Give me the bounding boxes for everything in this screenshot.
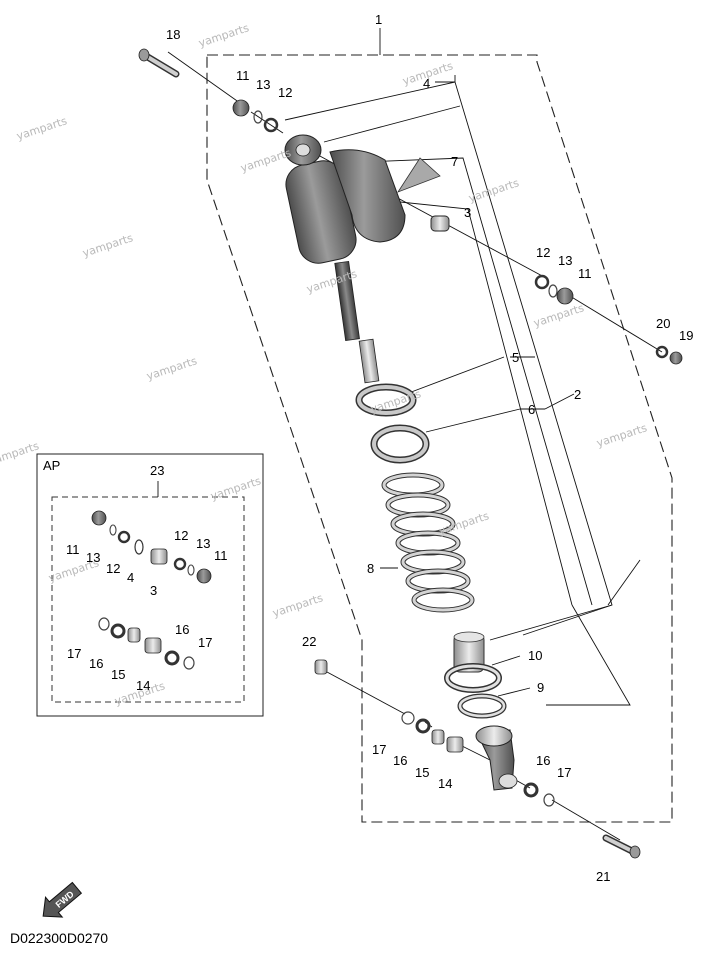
callout: 13 — [86, 550, 100, 565]
ap-inset-frame — [36, 453, 264, 717]
coil-spring — [381, 472, 475, 613]
callout: 3 — [464, 205, 471, 220]
watermark-text: yamparts — [271, 591, 325, 620]
watermark-text: yamparts — [595, 421, 649, 450]
callout: 15 — [415, 765, 429, 780]
callout: 14 — [136, 678, 150, 693]
callout: 5 — [512, 350, 519, 365]
callout: 20 — [656, 316, 670, 331]
callout: 16 — [175, 622, 189, 637]
callout: 16 — [393, 753, 407, 768]
callout: 15 — [111, 667, 125, 682]
locknut-rings — [355, 383, 430, 464]
callout: 13 — [558, 253, 572, 268]
inset-label: AP — [43, 458, 60, 473]
callout: 12 — [106, 561, 120, 576]
callout: 11 — [236, 68, 250, 83]
callout: 23 — [150, 463, 164, 478]
callout: 4 — [423, 76, 430, 91]
callout: 1 — [375, 12, 382, 27]
callout: 12 — [278, 85, 292, 100]
callout: 4 — [127, 570, 134, 585]
callout: 6 — [528, 402, 535, 417]
callout: 7 — [451, 154, 458, 169]
callout: 12 — [536, 245, 550, 260]
fwd-arrow-icon: FWD — [42, 881, 83, 918]
callout: 2 — [574, 387, 581, 402]
callout: 14 — [438, 776, 452, 791]
ap-kit-boundary — [51, 496, 245, 703]
callout: 10 — [528, 648, 542, 663]
callout: 16 — [89, 656, 103, 671]
watermark-text: yamparts — [467, 176, 521, 205]
callout: 17 — [198, 635, 212, 650]
watermarks: yamparts yamparts yamparts yamparts yamp… — [0, 21, 649, 708]
callout: 17 — [557, 765, 571, 780]
callout: 3 — [150, 583, 157, 598]
callout: 22 — [302, 634, 316, 649]
callout-numbers: 1 2 3 4 5 6 7 8 9 10 11 11 12 12 13 13 1… — [43, 12, 693, 884]
callout: 19 — [679, 328, 693, 343]
nipple-22 — [314, 659, 328, 675]
bolt-18 — [138, 48, 180, 78]
watermark-text: yamparts — [0, 439, 41, 468]
caution-label-sticker — [397, 157, 441, 193]
ap-kit-parts — [91, 510, 212, 670]
callout: 11 — [66, 542, 80, 557]
lower-hardware — [401, 711, 555, 807]
callout: 13 — [256, 77, 270, 92]
callout: 11 — [578, 266, 592, 281]
watermark-text: yamparts — [532, 301, 586, 330]
callout: 8 — [367, 561, 374, 576]
callout: 21 — [596, 869, 610, 884]
watermark-text: yamparts — [437, 509, 491, 538]
watermark-text: yamparts — [239, 146, 293, 175]
watermark-text: yamparts — [197, 21, 251, 50]
diagram-code: D022300D0270 — [10, 930, 108, 946]
callout: 12 — [174, 528, 188, 543]
shock-absorber — [284, 134, 406, 384]
callout: 17 — [67, 646, 81, 661]
callout: 11 — [214, 548, 228, 563]
bolt-21 — [602, 834, 641, 859]
bump-stopper — [444, 631, 507, 719]
callout: 13 — [196, 536, 210, 551]
watermark-text: yamparts — [145, 354, 199, 383]
lower-mount-eye — [475, 725, 518, 791]
watermark-text: yamparts — [81, 231, 135, 260]
callout: 9 — [537, 680, 544, 695]
upper-hardware — [232, 99, 683, 365]
watermark-text: yamparts — [15, 114, 69, 143]
callout: 17 — [372, 742, 386, 757]
watermark-text: yamparts — [209, 474, 263, 503]
callout: 16 — [536, 753, 550, 768]
callout: 18 — [166, 27, 180, 42]
